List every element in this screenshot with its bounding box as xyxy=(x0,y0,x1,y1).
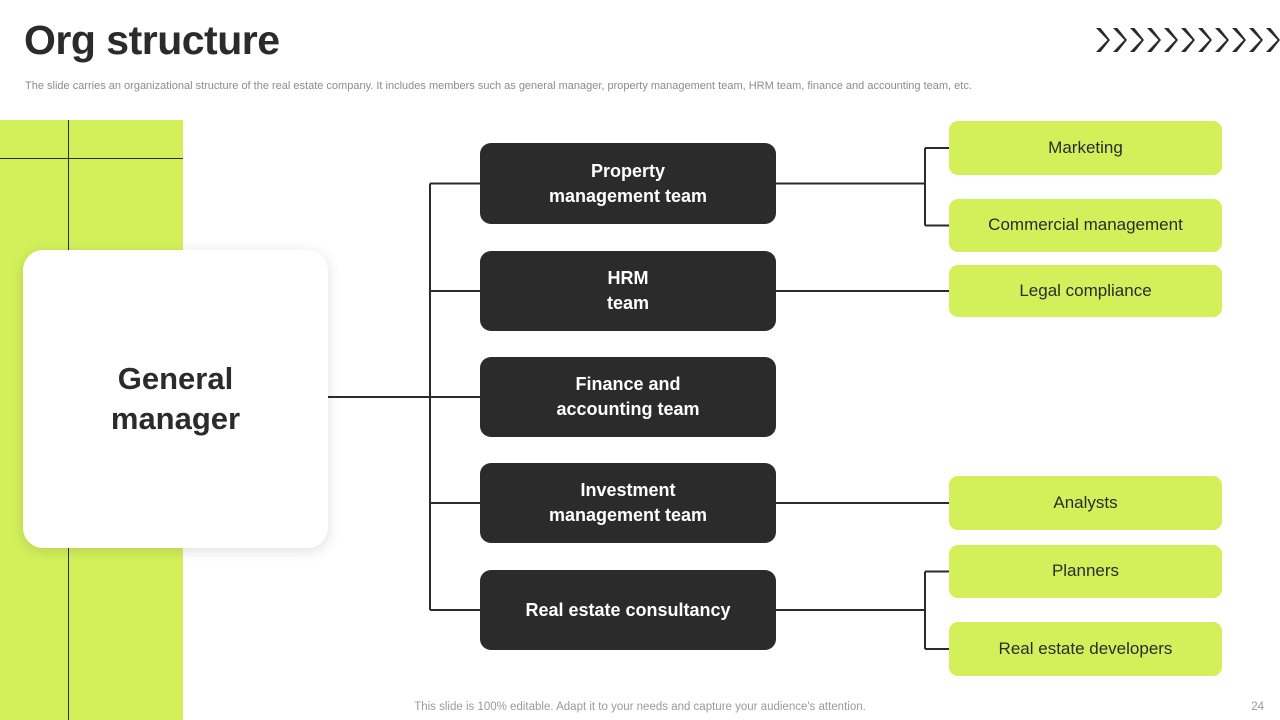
chevron-decoration xyxy=(1095,27,1280,53)
decorative-grid-line-horizontal xyxy=(0,158,183,159)
org-node-level3[interactable]: Marketing xyxy=(949,121,1222,175)
page-subtitle: The slide carries an organizational stru… xyxy=(25,80,972,92)
org-node-label: Real estate consultancy xyxy=(525,599,731,620)
org-node-label: Real estate developers xyxy=(998,638,1173,658)
chevron-right-icon xyxy=(1249,28,1263,52)
org-node-label: HRM team xyxy=(606,268,650,313)
chevron-right-icon xyxy=(1096,28,1110,52)
chevron-right-icon xyxy=(1164,28,1178,52)
org-node-label: Analysts xyxy=(1053,492,1118,512)
org-node-level3[interactable]: Planners xyxy=(949,545,1222,598)
org-node-label: Property management team xyxy=(548,160,708,206)
chevron-right-icon xyxy=(1181,28,1195,52)
page-number: 24 xyxy=(1251,701,1264,713)
org-node-general-manager[interactable]: General manager xyxy=(23,250,328,548)
org-node-label: Legal compliance xyxy=(1019,280,1152,300)
chevron-right-icon xyxy=(1147,28,1161,52)
org-node-label: General manager xyxy=(110,361,241,436)
org-node-level2[interactable]: Finance and accounting team xyxy=(480,357,776,437)
chevron-right-icon xyxy=(1113,28,1127,52)
org-node-label: Investment management team xyxy=(548,480,708,525)
chevron-right-icon xyxy=(1232,28,1246,52)
org-node-label: Planners xyxy=(1051,561,1120,581)
footer-note: This slide is 100% editable. Adapt it to… xyxy=(414,701,866,713)
org-node-level2[interactable]: Real estate consultancy xyxy=(480,570,776,650)
org-node-level2[interactable]: HRM team xyxy=(480,251,776,331)
org-node-level3[interactable]: Commercial management xyxy=(949,199,1222,252)
org-node-label: Finance and accounting team xyxy=(556,374,700,419)
chevron-right-icon xyxy=(1266,28,1280,52)
chevron-right-icon xyxy=(1198,28,1212,52)
chevron-right-icon xyxy=(1130,28,1144,52)
org-node-label: Commercial management xyxy=(988,215,1183,235)
org-node-level2[interactable]: Investment management team xyxy=(480,463,776,543)
chevron-right-icon xyxy=(1215,28,1229,52)
org-node-level3[interactable]: Analysts xyxy=(949,476,1222,530)
org-node-level2[interactable]: Property management team xyxy=(480,143,776,224)
org-node-label: Marketing xyxy=(1048,137,1123,157)
page-title: Org structure xyxy=(24,17,280,63)
org-node-level3[interactable]: Real estate developers xyxy=(949,622,1222,676)
org-node-level3[interactable]: Legal compliance xyxy=(949,265,1222,317)
